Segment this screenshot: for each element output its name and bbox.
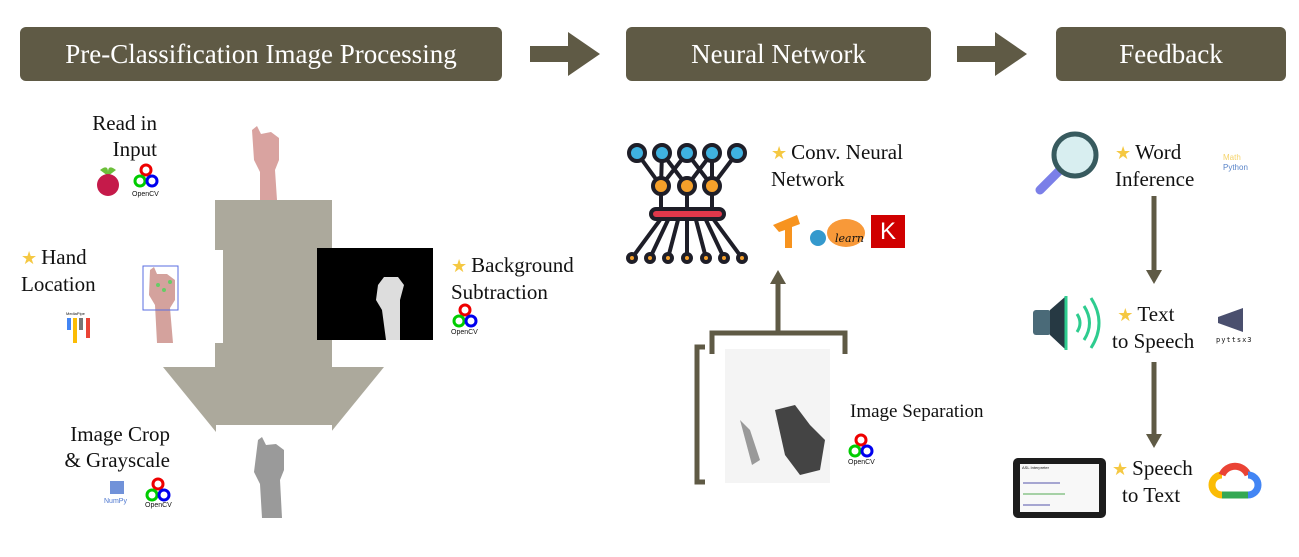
read-input-line1: Read in bbox=[92, 111, 157, 135]
text-to-speech-line1: Text bbox=[1137, 302, 1175, 326]
image-separation-label: Image Separation bbox=[850, 401, 984, 422]
star-icon: ★ bbox=[771, 143, 788, 163]
input-hand-image bbox=[172, 104, 292, 200]
star-icon: ★ bbox=[1117, 305, 1134, 325]
hand-location-line1: Hand bbox=[41, 245, 87, 269]
math-label: Math bbox=[1223, 153, 1241, 162]
hand-location-label: ★Hand Location bbox=[21, 244, 96, 297]
star-icon: ★ bbox=[1112, 459, 1129, 479]
feedback-arrow-2 bbox=[1146, 362, 1162, 448]
opencv-label: OpenCV bbox=[848, 459, 875, 466]
opencv-icon bbox=[848, 433, 874, 458]
header-arrow-1 bbox=[530, 32, 600, 76]
tensorflow-icon bbox=[773, 215, 800, 248]
grayscale-hand-image bbox=[216, 425, 332, 520]
cnn-line1: Conv. Neural bbox=[791, 140, 903, 164]
star-icon: ★ bbox=[1115, 143, 1132, 163]
read-input-line2: Input bbox=[112, 137, 157, 161]
feedback-arrow-1 bbox=[1146, 196, 1162, 284]
header-arrow-2 bbox=[957, 32, 1027, 76]
image-crop-label: Image Crop & Grayscale bbox=[50, 421, 170, 473]
opencv-icon bbox=[145, 477, 171, 502]
hand-location-image bbox=[125, 250, 223, 343]
opencv-icon bbox=[133, 163, 159, 188]
image-separation-image bbox=[725, 349, 830, 483]
opencv-label: OpenCV bbox=[145, 502, 172, 509]
speech-to-text-line2: to Text bbox=[1122, 483, 1181, 507]
keras-icon bbox=[871, 215, 905, 248]
sklearn-label: learn bbox=[835, 232, 864, 245]
megaphone-icon bbox=[1218, 308, 1243, 332]
scikit-learn-icon bbox=[810, 219, 865, 247]
numpy-icon bbox=[110, 481, 124, 494]
image-crop-line2: & Grayscale bbox=[64, 448, 170, 472]
hand-location-line2: Location bbox=[21, 272, 96, 296]
text-to-speech-label: ★Text to Speech bbox=[1112, 301, 1194, 354]
speech-to-text-line1: Speech bbox=[1132, 456, 1193, 480]
background-subtraction-label: ★Background Subtraction bbox=[451, 252, 574, 305]
read-input-label: Read in Input bbox=[60, 110, 157, 162]
google-cloud-icon bbox=[1208, 462, 1262, 499]
header-neural-network: Neural Network bbox=[626, 27, 931, 81]
word-inference-label: ★Word Inference bbox=[1115, 139, 1194, 192]
speech-to-text-label: ★Speech to Text bbox=[1112, 455, 1193, 508]
tablet-icon bbox=[1013, 458, 1106, 518]
keras-label: K bbox=[879, 218, 896, 245]
image-crop-line1: Image Crop bbox=[70, 422, 170, 446]
cnn-line2: Network bbox=[771, 167, 845, 191]
raspberry-pi-icon bbox=[97, 167, 119, 196]
cnn-label: ★Conv. Neural Network bbox=[771, 139, 903, 192]
opencv-label: OpenCV bbox=[451, 329, 478, 336]
opencv-label: OpenCV bbox=[132, 191, 159, 198]
math-python-label: Math Python bbox=[1223, 153, 1248, 173]
separation-to-cnn-arrow bbox=[694, 282, 848, 485]
python-label: Python bbox=[1223, 163, 1248, 172]
star-icon: ★ bbox=[21, 248, 38, 268]
mediapipe-icon bbox=[67, 318, 90, 343]
flow-arrow-down bbox=[163, 200, 384, 470]
word-inference-line2: Inference bbox=[1115, 167, 1195, 191]
background-subtraction-line1: Background bbox=[471, 253, 574, 277]
word-inference-line1: Word bbox=[1135, 140, 1182, 164]
speaker-icon bbox=[1033, 296, 1101, 350]
magnifier-icon bbox=[1035, 131, 1099, 195]
opencv-icon bbox=[452, 303, 478, 328]
neural-network-icon bbox=[626, 143, 748, 264]
star-icon: ★ bbox=[451, 256, 468, 276]
pyttsx3-label: pyttsx3 bbox=[1216, 336, 1253, 344]
background-subtraction-line2: Subtraction bbox=[451, 280, 548, 304]
header-preprocessing: Pre-Classification Image Processing bbox=[20, 27, 502, 81]
header-feedback: Feedback bbox=[1056, 27, 1286, 81]
mediapipe-label: MediaPipe bbox=[66, 311, 85, 316]
tablet-title: ASL Interpreter bbox=[1022, 465, 1049, 470]
text-to-speech-line2: to Speech bbox=[1112, 329, 1195, 353]
numpy-label: NumPy bbox=[104, 498, 127, 505]
background-subtraction-image bbox=[317, 248, 433, 340]
